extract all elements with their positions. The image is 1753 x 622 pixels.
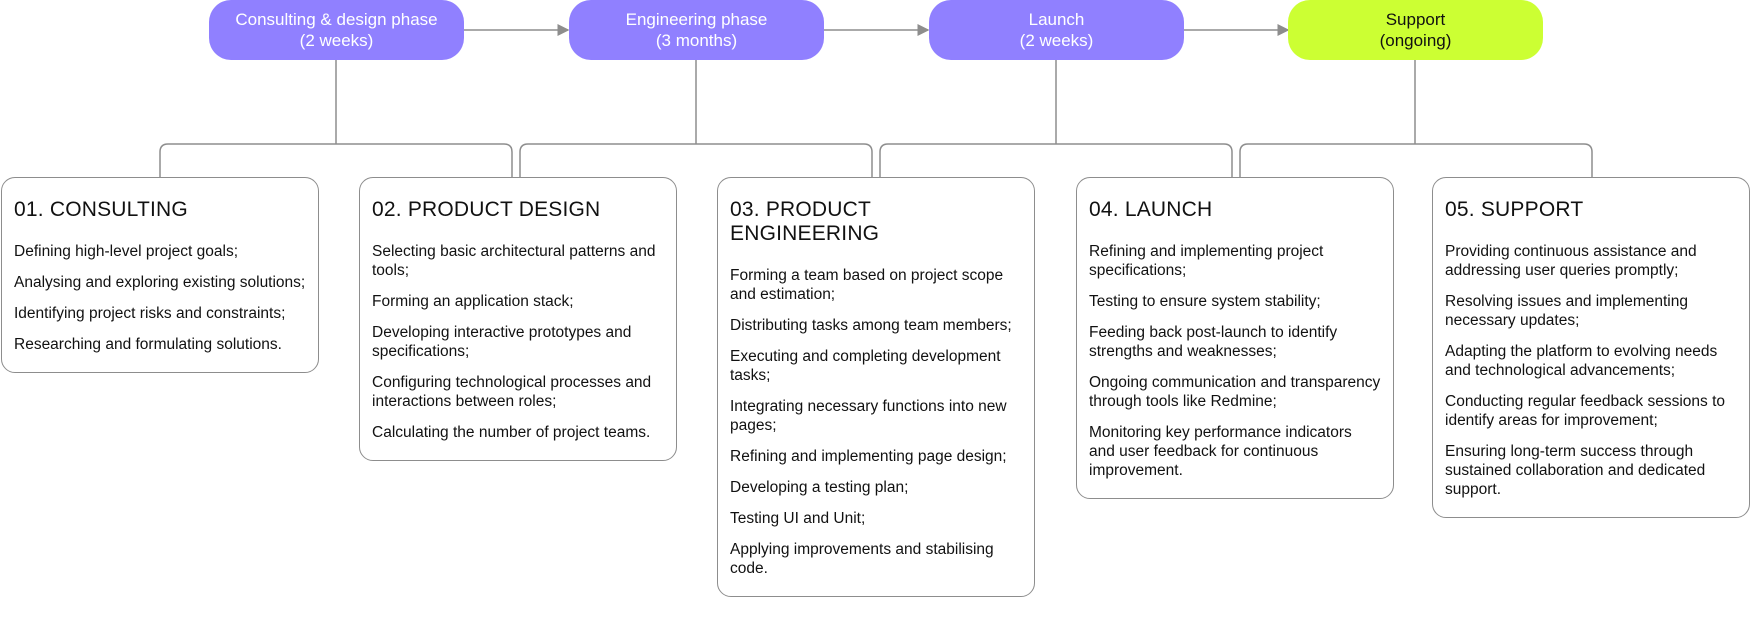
stage-items: Refining and implementing project specif… — [1089, 242, 1381, 480]
stage-item: Developing interactive prototypes and sp… — [372, 324, 632, 360]
stage-item: Defining high-level project goals; — [14, 243, 239, 260]
stage-item: Configuring technological processes and … — [372, 374, 652, 410]
stage-item: Providing continuous assistance and addr… — [1445, 243, 1697, 279]
stage-item: Refining and implementing page design; — [730, 448, 1007, 465]
bracket-2 — [519, 143, 873, 177]
phase-title: Support — [1385, 10, 1446, 29]
stage-item: Resolving issues and implementing necess… — [1445, 293, 1688, 329]
stage-card-product-design: 02. PRODUCT DESIGN Selecting basic archi… — [359, 177, 677, 461]
stage-items: Defining high-level project goals; Analy… — [14, 242, 306, 354]
stage-item: Developing a testing plan; — [730, 479, 909, 496]
phase-support: Support (ongoing) — [1288, 0, 1543, 60]
stage-item: Researching and formulating solutions. — [14, 336, 282, 353]
stage-items: Selecting basic architectural patterns a… — [372, 242, 664, 442]
phase-title: Consulting & design phase — [235, 10, 438, 29]
stage-item: Identifying project risks and constraint… — [14, 305, 286, 322]
stage-item: Applying improvements and stabilising co… — [730, 541, 994, 577]
phase-title: Engineering phase — [625, 10, 768, 29]
stage-item: Testing to ensure system stability; — [1089, 293, 1321, 310]
stage-title: 02. PRODUCT DESIGN — [372, 198, 601, 221]
stage-item: Calculating the number of project teams. — [372, 424, 651, 441]
stage-item: Feeding back post-launch to identify str… — [1089, 324, 1338, 360]
stage-item: Refining and implementing project specif… — [1089, 243, 1324, 279]
stage-card-support: 05. SUPPORT Providing continuous assista… — [1432, 177, 1750, 518]
phase-consulting-design: Consulting & design phase (2 weeks) — [209, 0, 464, 60]
stage-item: Forming an application stack; — [372, 293, 574, 310]
stage-item: Forming a team based on project scope an… — [730, 267, 1004, 303]
phase-title: Launch — [1028, 10, 1085, 29]
stage-title: 03. PRODUCT ENGINEERING — [730, 198, 880, 245]
stage-item: Executing and completing development tas… — [730, 348, 1001, 384]
stage-item: Adapting the platform to evolving needs … — [1445, 343, 1718, 379]
stage-title: 04. LAUNCH — [1089, 198, 1213, 221]
stage-item: Testing UI and Unit; — [730, 510, 866, 527]
stage-item: Analysing and exploring existing solutio… — [14, 274, 306, 291]
stage-item: Conducting regular feedback sessions to … — [1445, 393, 1726, 429]
stage-item: Ensuring long-term success through susta… — [1445, 443, 1706, 498]
stage-item: Monitoring key performance indicators an… — [1089, 424, 1352, 479]
phase-engineering: Engineering phase (3 months) — [569, 0, 824, 60]
phase-duration: (2 weeks) — [1019, 31, 1094, 50]
stage-items: Forming a team based on project scope an… — [730, 266, 1022, 578]
stage-item: Selecting basic architectural patterns a… — [372, 243, 656, 279]
bracket-3 — [879, 143, 1233, 177]
stage-card-consulting: 01. CONSULTING Defining high-level proje… — [1, 177, 319, 373]
phase-duration: (3 months) — [655, 31, 738, 50]
stage-item: Ongoing communication and transparency t… — [1089, 374, 1381, 410]
phase-launch: Launch (2 weeks) — [929, 0, 1184, 60]
phase-duration: (2 weeks) — [299, 31, 374, 50]
stage-items: Providing continuous assistance and addr… — [1445, 242, 1737, 499]
stage-card-product-engineering: 03. PRODUCT ENGINEERING Forming a team b… — [717, 177, 1035, 597]
stage-item: Integrating necessary functions into new… — [730, 398, 1007, 434]
bracket-4 — [1239, 143, 1593, 177]
stage-item: Distributing tasks among team members; — [730, 317, 1012, 334]
phase-duration: (ongoing) — [1379, 31, 1452, 50]
bracket-1 — [159, 143, 513, 177]
stage-title: 05. SUPPORT — [1445, 198, 1584, 221]
stage-title: 01. CONSULTING — [14, 198, 188, 221]
stage-card-launch: 04. LAUNCH Refining and implementing pro… — [1076, 177, 1394, 499]
